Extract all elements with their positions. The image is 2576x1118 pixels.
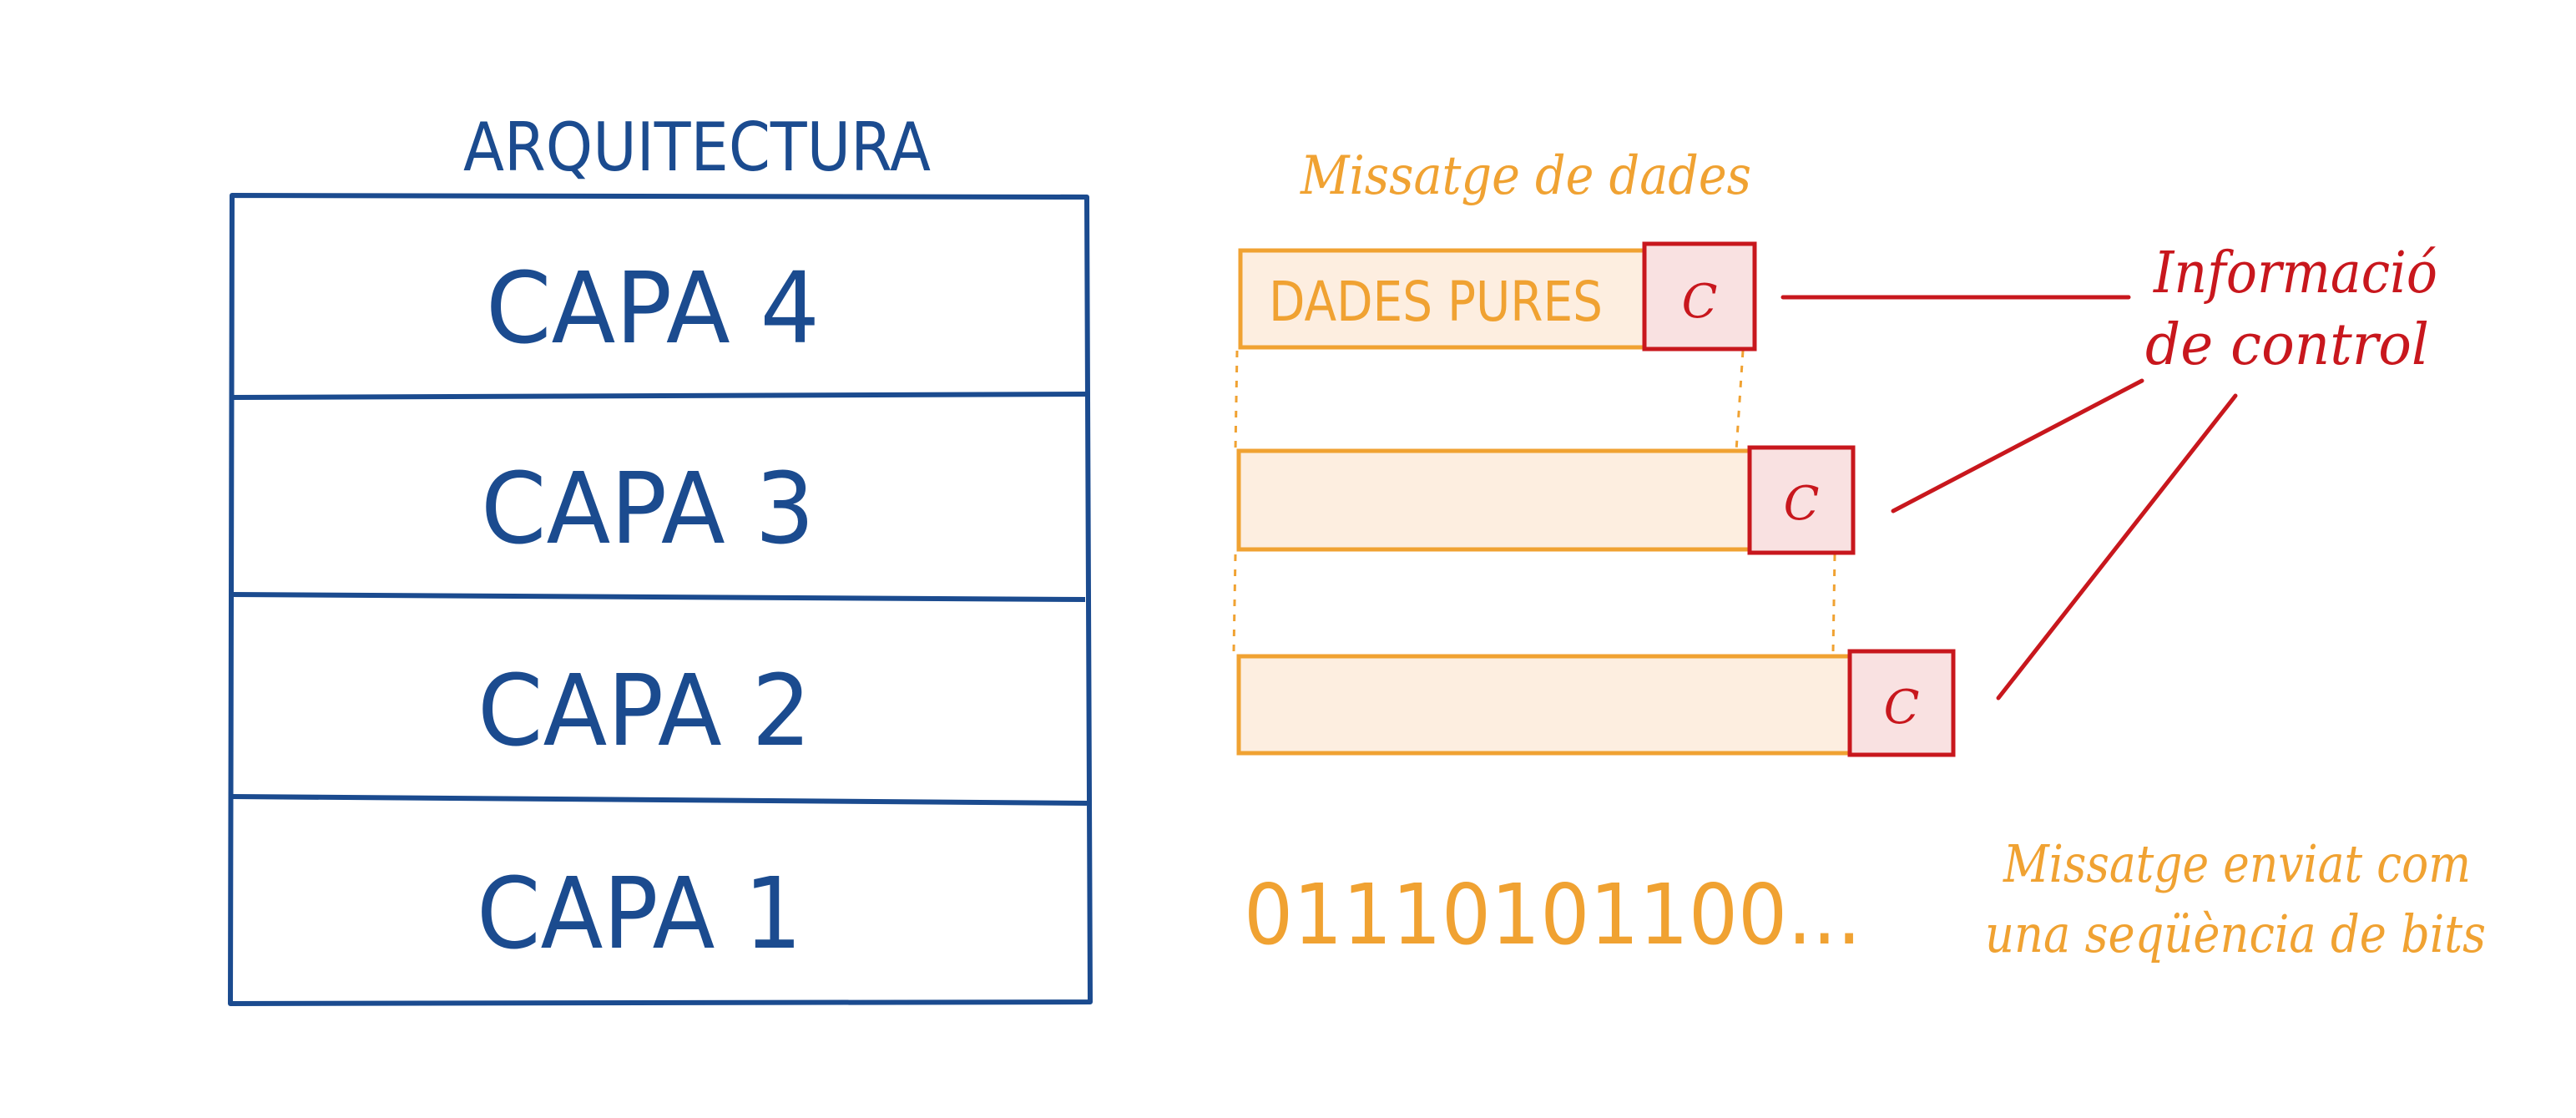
control-header-layer-3 [1747,445,1856,555]
layer-label-4: CAPA 4 [486,250,820,366]
payload-block-layer-3 [1236,448,1754,552]
control-info-callout: Informació de control [1780,240,2437,701]
layer-divider [231,392,1086,400]
control-header-label-4: C [1682,275,1718,329]
encapsulation-guide [1831,554,1836,652]
layer-divider [231,794,1088,806]
layer-divider [231,592,1086,602]
control-header-label-2: C [1884,680,1920,735]
pointer-line-layer-3 [1891,378,2144,513]
layer-label-2: CAPA 2 [477,653,811,768]
pointer-line-layer-2 [1996,393,2238,701]
architecture-stack: ARQUITECTURA CAPA 4 CAPA 3 CAPA 2 CAPA 1 [228,109,1093,1006]
architecture-frame [228,193,1093,1006]
control-header-layer-4 [1642,241,1757,352]
architecture-title: ARQUITECTURA [463,109,931,186]
payload-block-layer-4 [1238,248,1647,350]
layer-label-1: CAPA 1 [477,856,802,971]
control-header-layer-2 [1847,649,1956,757]
layer-label-3: CAPA 3 [481,451,815,566]
encapsulation-guide [1232,554,1237,652]
control-header-label-3: C [1784,477,1820,531]
control-info-line-1: Informació [2152,240,2437,306]
payload-block-layer-2 [1236,654,1854,756]
bit-caption-line-1: Missatge enviat com [2003,833,2471,894]
payload-label: DADES PURES [1269,270,1603,334]
message-title: Missatge de dades [1300,145,1751,207]
bit-caption-line-2: una seqüència de bits [1985,903,2486,964]
encapsulation-guide [1735,350,1745,452]
bit-sequence: 01110101100... [1244,866,1861,964]
encapsulation-guide [1234,350,1239,452]
message-encapsulation: Missatge de dades DADES PURES C C C 0111… [1232,145,2486,964]
control-info-line-2: de control [2145,312,2429,378]
